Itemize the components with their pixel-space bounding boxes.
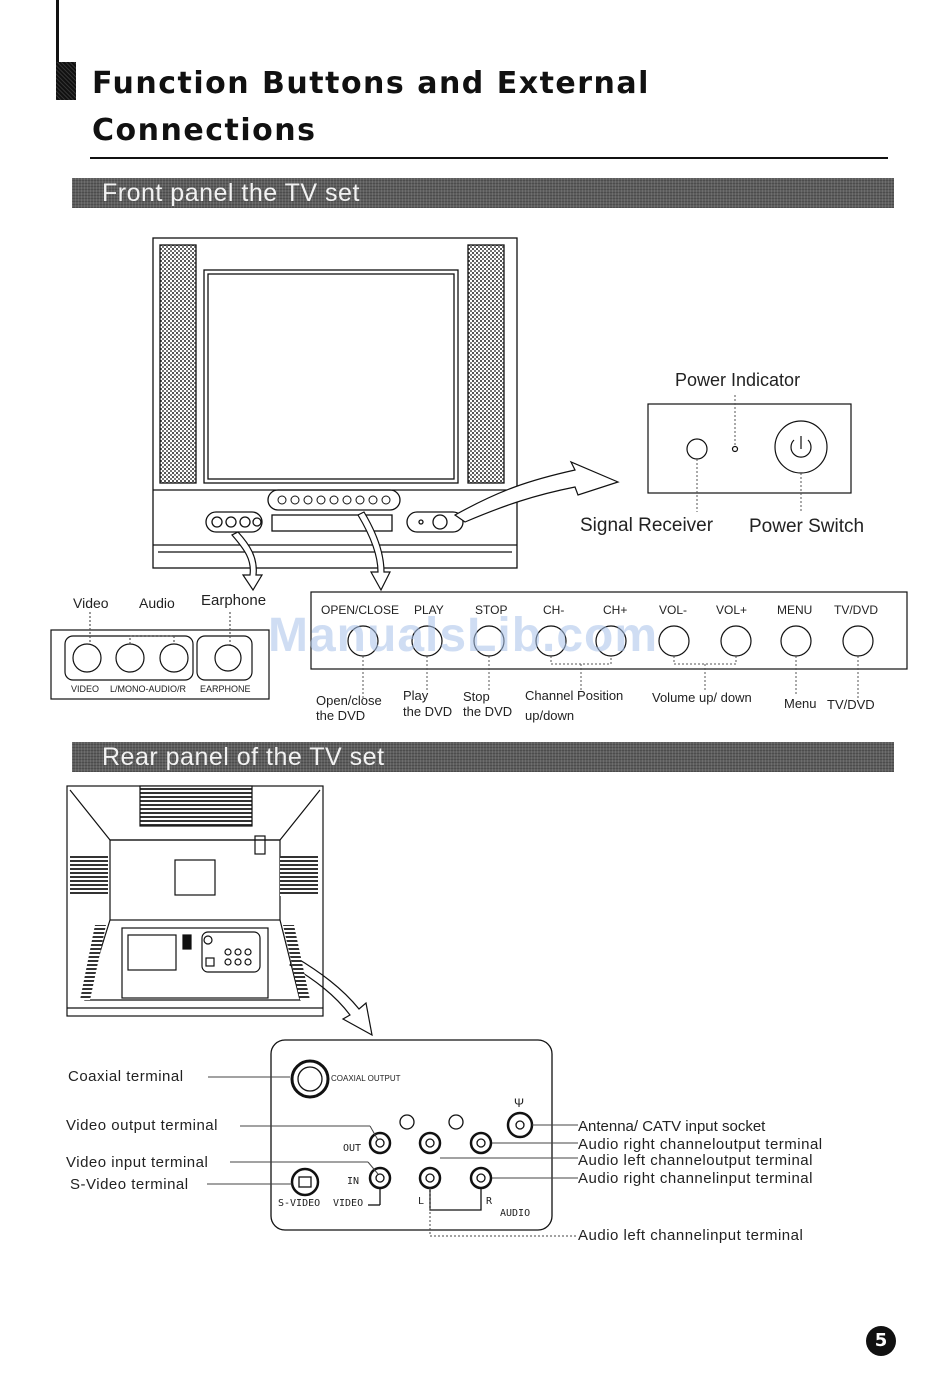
- desc-volume: Volume up/ down: [652, 690, 752, 705]
- desc-open-close-1: Open/close: [316, 693, 382, 708]
- tv-front-drawing: [152, 237, 518, 569]
- label-power-indicator: Power Indicator: [675, 370, 801, 390]
- button-label-stop: STOP: [475, 603, 508, 617]
- callout-arrows-front: [231, 460, 620, 1037]
- label-power-switch: Power Switch: [749, 516, 865, 537]
- button-label-play: PLAY: [414, 603, 444, 617]
- label-svideo-terminal: S-Video terminal: [70, 1176, 189, 1193]
- rear-vents: [70, 856, 318, 1000]
- page-title-line1: Function Buttons and External: [92, 66, 650, 101]
- button-label-ch-plus: CH+: [603, 603, 628, 617]
- left-edge-bar: [56, 0, 59, 62]
- title-rule: [90, 157, 888, 159]
- watermark: ManualsLib.com: [268, 609, 659, 662]
- label-audio-right-output: Audio right channeloutput terminal: [578, 1136, 823, 1153]
- label-signal-receiver: Signal Receiver: [580, 515, 714, 536]
- caption-video: VIDEO: [71, 684, 100, 694]
- label-coaxial-terminal: Coaxial terminal: [68, 1068, 184, 1085]
- panel-text-svideo: S-VIDEO: [278, 1198, 321, 1209]
- button-label-menu: MENU: [777, 603, 813, 617]
- caption-audio: L/MONO-AUDIO/R: [110, 684, 187, 694]
- page-number: 5: [866, 1326, 896, 1356]
- label-audio: Audio: [139, 595, 175, 611]
- label-audio-right-input: Audio right channelinput terminal: [578, 1170, 813, 1187]
- label-video: Video: [73, 595, 109, 611]
- button-panel-drawing: [310, 591, 908, 670]
- panel-text-out: OUT: [343, 1143, 362, 1154]
- caption-earphone: EARPHONE: [200, 684, 251, 694]
- tv-rear-drawing: [66, 785, 324, 1017]
- desc-stop-2: the DVD: [463, 704, 513, 719]
- panel-text-in: IN: [347, 1176, 360, 1187]
- label-video-input-terminal: Video input terminal: [66, 1154, 209, 1171]
- desc-stop-1: Stop: [463, 689, 490, 704]
- panel-text-coaxial-output: COAXIAL OUTPUT: [331, 1074, 401, 1083]
- section-bar-rear: Rear panel of the TV set: [72, 742, 894, 772]
- label-audio-left-input: Audio left channelinput terminal: [578, 1227, 804, 1244]
- desc-play-2: the DVD: [403, 704, 453, 719]
- button-label-open-close: OPEN/CLOSE: [321, 603, 400, 617]
- desc-open-close-2: the DVD: [316, 708, 366, 723]
- desc-channel-1: Channel Position: [525, 688, 624, 703]
- panel-text-l: L: [418, 1196, 425, 1207]
- label-earphone: Earphone: [201, 592, 267, 609]
- desc-play-1: Play: [403, 688, 429, 703]
- panel-text-video: VIDEO: [333, 1198, 364, 1209]
- button-label-vol-plus: VOL+: [716, 603, 748, 617]
- label-antenna-socket: Antenna/ CATV input socket: [578, 1118, 766, 1135]
- desc-channel-2: up/down: [525, 708, 575, 723]
- panel-text-audio: AUDIO: [500, 1208, 531, 1219]
- label-audio-left-output: Audio left channeloutput terminal: [578, 1152, 813, 1169]
- page-title-line2: Connections: [92, 113, 317, 148]
- power-panel-drawing: [647, 403, 852, 494]
- desc-tv-dvd: TV/DVD: [827, 697, 875, 712]
- section-bar-front: Front panel the TV set: [72, 178, 894, 208]
- rear-panel-drawing: [270, 1039, 553, 1231]
- button-label-tv-dvd: TV/DVD: [834, 603, 879, 617]
- side-jacks-drawing: [50, 612, 270, 700]
- desc-menu: Menu: [784, 696, 817, 711]
- label-video-output-terminal: Video output terminal: [66, 1117, 218, 1134]
- rear-leader-lines: [207, 1076, 578, 1237]
- button-label-vol-minus: VOL-: [659, 603, 688, 617]
- panel-text-r: R: [486, 1196, 493, 1207]
- button-label-ch-minus: CH-: [543, 603, 565, 617]
- antenna-icon: Ψ: [514, 1096, 525, 1110]
- section-title-rear: Rear panel of the TV set: [102, 743, 385, 771]
- section-title-front: Front panel the TV set: [102, 179, 360, 207]
- title-marker: [56, 62, 76, 100]
